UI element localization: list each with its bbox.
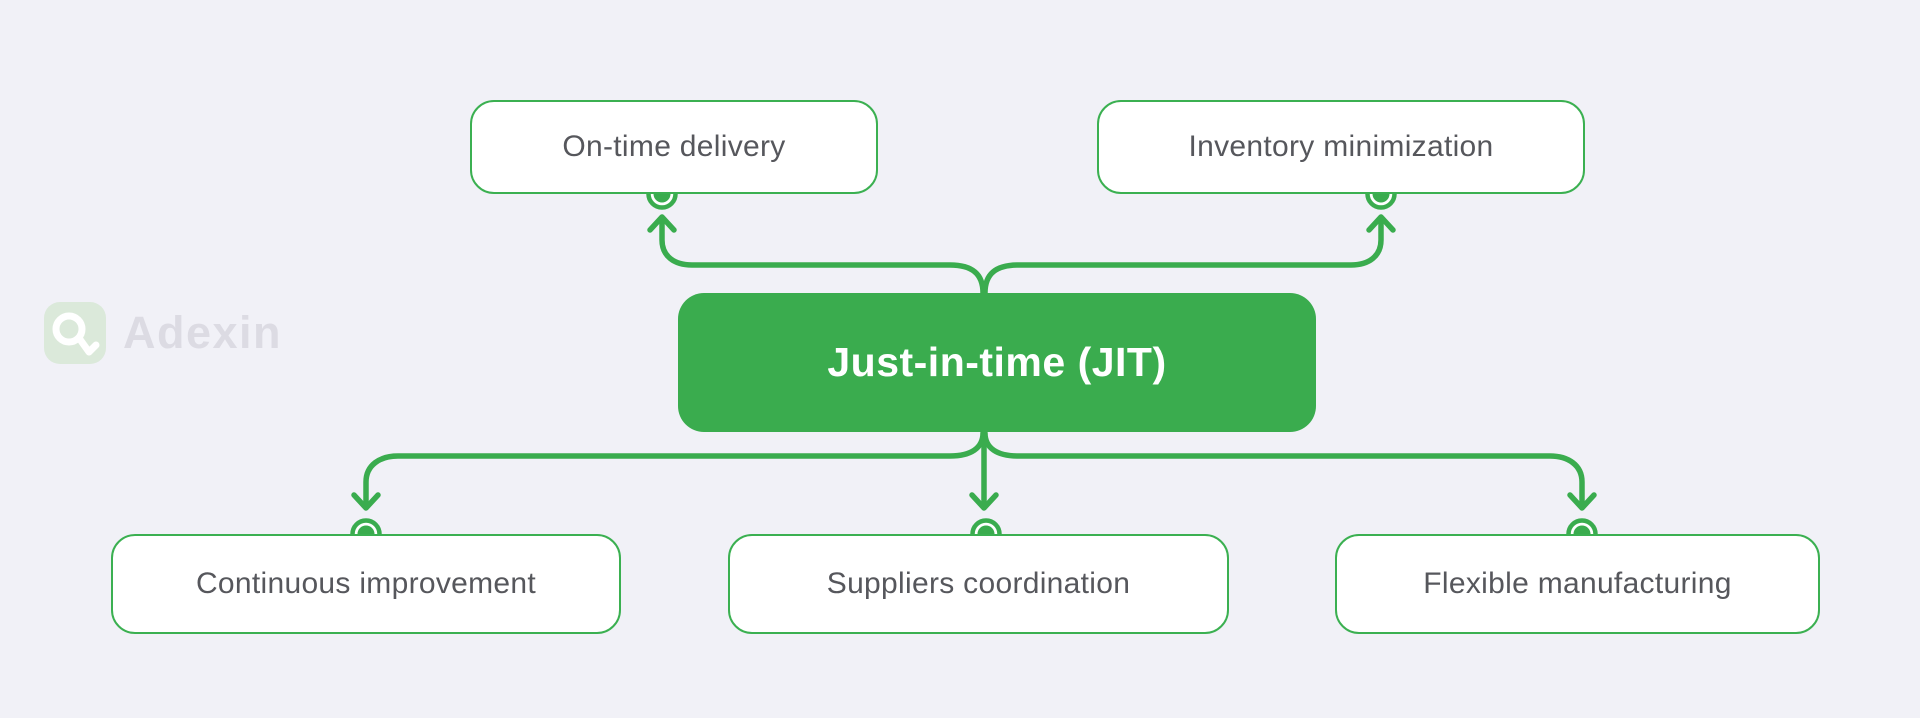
- node-on-time-delivery: On-time delivery: [470, 100, 878, 194]
- arrow-to-continuous-improvement: [363, 430, 986, 508]
- arrow-to-flexible-manufacturing: [982, 430, 1585, 508]
- node-label: Continuous improvement: [195, 567, 537, 600]
- node-flexible-manufacturing: Flexible manufacturing: [1335, 534, 1820, 634]
- arrowhead-down-left: [351, 492, 381, 511]
- node-label: On-time delivery: [562, 130, 786, 163]
- node-suppliers-coordination: Suppliers coordination: [728, 534, 1229, 634]
- arrow-to-on-time-delivery: [659, 217, 986, 296]
- arrow-to-inventory-minimization: [982, 217, 1384, 296]
- node-label: Suppliers coordination: [826, 567, 1131, 600]
- node-label: Inventory minimization: [1188, 130, 1494, 163]
- node-just-in-time-center: Just-in-time (JIT): [678, 293, 1316, 432]
- node-inventory-minimization: Inventory minimization: [1097, 100, 1585, 194]
- arrowhead-up-right: [1366, 214, 1396, 233]
- arrowhead-down-middle: [969, 492, 999, 511]
- node-continuous-improvement: Continuous improvement: [111, 534, 621, 634]
- adexin-logo: Adexin: [44, 302, 282, 364]
- adexin-wordmark: Adexin: [123, 307, 283, 358]
- arrowhead-down-right: [1567, 492, 1597, 511]
- node-label: Flexible manufacturing: [1423, 567, 1732, 600]
- node-label: Just-in-time (JIT): [827, 339, 1167, 385]
- arrowhead-up-left: [647, 214, 677, 233]
- adexin-logo-icon: [44, 302, 106, 364]
